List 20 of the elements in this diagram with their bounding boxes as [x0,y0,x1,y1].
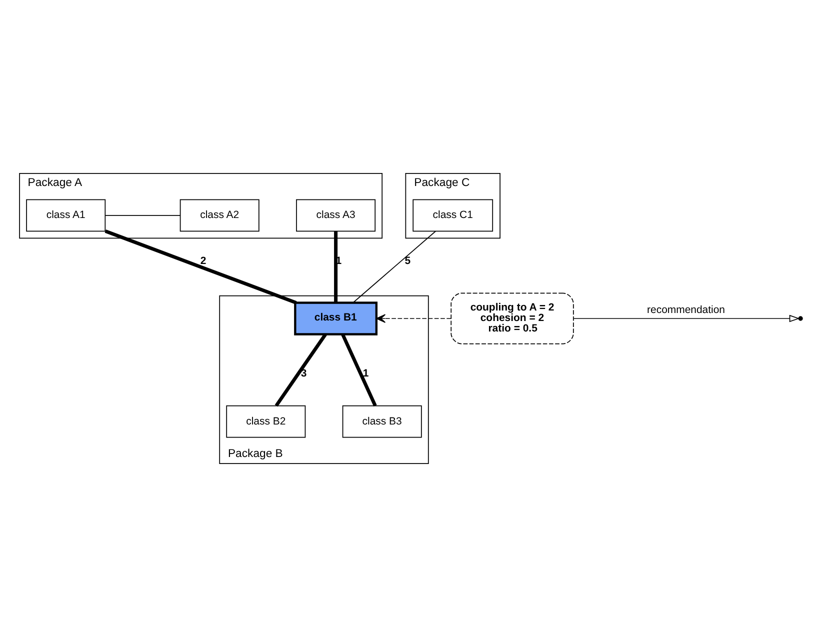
node-box: class B1 [294,302,378,336]
node-box: class C1 [412,199,494,232]
edge-label: 5 [404,256,411,267]
node-box: class A3 [296,199,376,232]
connector [104,230,297,304]
edge-label: 1 [362,368,369,380]
connector [104,214,181,216]
node-box: coupling to A = 2 cohesion = 2 ratio = 0.5 [450,292,574,344]
connector [352,230,436,304]
node-box: class B3 [342,405,422,438]
edge-label: recommendation [647,304,726,316]
node-box: class A2 [180,199,260,232]
node-box: class B2 [226,405,306,438]
arrow [376,314,452,323]
arrow [573,314,800,322]
edge-label: 2 [200,256,206,267]
connector [274,333,327,407]
connector [341,334,377,406]
node-box: class A1 [26,199,106,232]
connector [334,231,338,303]
